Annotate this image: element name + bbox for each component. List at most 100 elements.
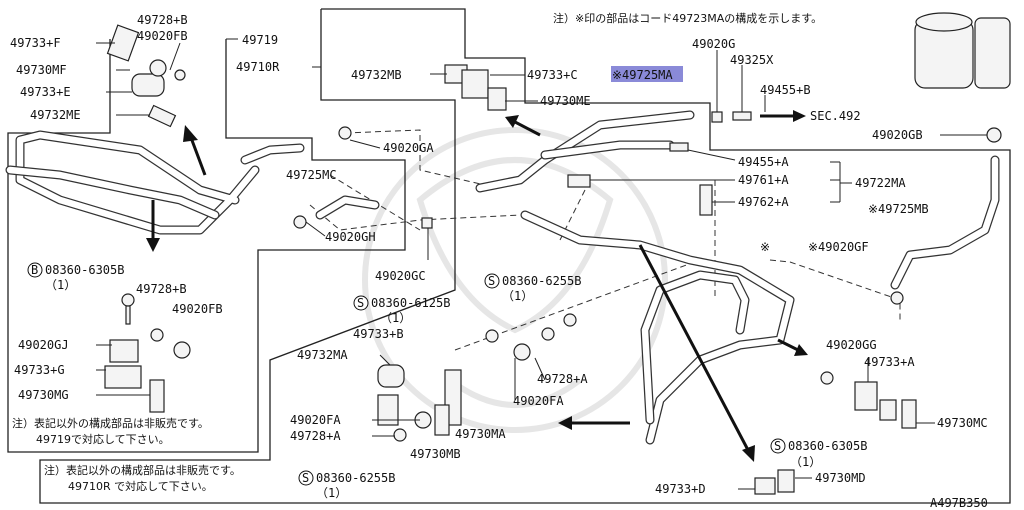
fitting-49325X [732, 111, 752, 121]
label-bolt-6255-bottom-qty: （1） [316, 486, 347, 500]
cooler-pipe-49719 [15, 130, 305, 235]
part-labels: 注）※印の部品はコード49723MAの構成を示します。 49733+F 4972… [10, 11, 988, 510]
label-bolt-6305-right-qty: （1） [790, 455, 821, 469]
grommet-49020FB-left [173, 341, 191, 359]
label-49732MB[interactable]: 49732MB [351, 68, 402, 82]
switch-49762A [699, 184, 713, 216]
label-49730MA[interactable]: 49730MA [455, 427, 506, 441]
note-left-line1: 注）表記以外の構成部品は非販売です。 [12, 416, 209, 430]
label-49728A-mid[interactable]: 49728+A [537, 372, 588, 386]
collar-49728B-top [174, 69, 186, 81]
bolt-symbol-S-6125: S [357, 296, 364, 310]
label-49020GF[interactable]: ※49020GF [808, 240, 869, 254]
label-49020FA-right[interactable]: 49020FA [513, 394, 564, 408]
highlight-49725MA[interactable] [611, 66, 683, 82]
label-49761A[interactable]: 49761+A [738, 173, 789, 187]
label-star-mark: ※ [760, 240, 770, 254]
clamp-49732MA [377, 364, 405, 388]
label-49730MC[interactable]: 49730MC [937, 416, 988, 430]
collar-49728A-left [393, 428, 407, 442]
label-49020FB-top[interactable]: 49020FB [137, 29, 188, 43]
header-note: 注）※印の部品はコード49723MAの構成を示します。 [553, 11, 822, 25]
label-49732MA[interactable]: 49732MA [297, 348, 348, 362]
label-49730MD[interactable]: 49730MD [815, 471, 866, 485]
clamp-49020GB [986, 127, 1002, 143]
label-49733C[interactable]: 49733+C [527, 68, 578, 82]
clamp-49020GF [890, 291, 904, 305]
label-49728B-top[interactable]: 49728+B [137, 13, 188, 27]
note-left-line2: 49719で対応して下さい。 [36, 432, 170, 446]
label-bolt-6125-qty: （1） [380, 311, 411, 325]
label-bolt-6125[interactable]: 08360-6125B [371, 296, 450, 310]
label-bolt-6305-left-qty: （1） [45, 278, 76, 292]
label-49762A[interactable]: 49762+A [738, 195, 789, 209]
label-49728A-left[interactable]: 49728+A [290, 429, 341, 443]
bracket-49732ME [147, 104, 177, 128]
grommet-49020FB-top [149, 59, 167, 77]
label-49733G[interactable]: 49733+G [14, 363, 65, 377]
label-49730MF[interactable]: 49730MF [16, 63, 67, 77]
clamp-49733G [104, 365, 142, 389]
label-49733E[interactable]: 49733+E [20, 85, 71, 99]
bolt-08360-6125B [485, 329, 499, 343]
note-bottom-line2: 49710R で対応して下さい。 [68, 479, 213, 493]
bolt-symbols: B S S S S [27, 262, 786, 486]
bolt-symbol-S-6255-top: S [488, 274, 495, 288]
label-49732ME[interactable]: 49732ME [30, 108, 81, 122]
fitting-49455A [669, 142, 689, 152]
label-49725MB[interactable]: ※49725MB [868, 202, 929, 216]
bolt-symbol-S-6305-right: S [774, 439, 781, 453]
label-bolt-6255-bottom[interactable]: 08360-6255B [316, 471, 395, 485]
label-49733F[interactable]: 49733+F [10, 36, 61, 50]
label-49722MA[interactable]: 49722MA [855, 176, 906, 190]
label-49710R[interactable]: 49710R [236, 60, 280, 74]
label-49020FA-left[interactable]: 49020FA [290, 413, 341, 427]
label-49455A[interactable]: 49455+A [738, 155, 789, 169]
label-49020G[interactable]: 49020G [692, 37, 735, 51]
pipes [5, 110, 1000, 445]
label-49020GB[interactable]: 49020GB [872, 128, 923, 142]
label-49733D[interactable]: 49733+D [655, 482, 706, 496]
label-49020GG[interactable]: 49020GG [826, 338, 877, 352]
clamp-49733B [377, 394, 399, 426]
label-49020GH[interactable]: 49020GH [325, 230, 376, 244]
frames [7, 8, 1011, 504]
clamp-49733D [754, 477, 776, 495]
label-49725MA[interactable]: ※49725MA [612, 68, 673, 82]
label-49020GC[interactable]: 49020GC [375, 269, 426, 283]
label-49020GJ[interactable]: 49020GJ [18, 338, 69, 352]
frame-49719 [7, 39, 406, 453]
label-49455B[interactable]: 49455+B [760, 83, 811, 97]
label-49728B-left[interactable]: 49728+B [136, 282, 187, 296]
clamp-49733A [854, 381, 878, 411]
label-49719[interactable]: 49719 [242, 33, 278, 47]
label-sec492[interactable]: SEC.492 [810, 109, 861, 123]
frame-49710R [39, 8, 1011, 504]
clamp-49020GG [879, 399, 897, 421]
label-49020FB-left[interactable]: 49020FB [172, 302, 223, 316]
diagram-code: A497B350 [930, 496, 988, 510]
label-bolt-6255-top[interactable]: 08360-6255B [502, 274, 581, 288]
watermark-emblem [362, 127, 668, 433]
parts [104, 12, 1011, 495]
label-bolt-6305-left[interactable]: 08360-6305B [45, 263, 124, 277]
bracket-49730ME [487, 87, 507, 111]
clamp-49020GH [293, 215, 307, 229]
label-49730ME[interactable]: 49730ME [540, 94, 591, 108]
label-49325X[interactable]: 49325X [730, 53, 774, 67]
bolt-08360-6255B-top [563, 313, 577, 327]
label-49020GA[interactable]: 49020GA [383, 141, 434, 155]
note-bottom-line1: 注）表記以外の構成部品は非販売です。 [44, 463, 241, 477]
label-49733A[interactable]: 49733+A [864, 355, 915, 369]
label-49730MG[interactable]: 49730MG [18, 388, 69, 402]
clamp-49020GJ [109, 339, 139, 363]
bolt-08360-6305B-left [121, 293, 135, 307]
label-bolt-6305-right[interactable]: 08360-6305B [788, 439, 867, 453]
label-49733B[interactable]: 49733+B [353, 327, 404, 341]
label-49730MB[interactable]: 49730MB [410, 447, 461, 461]
arrows [146, 110, 808, 462]
bracket-49730MD [777, 469, 795, 493]
label-49725MC[interactable]: 49725MC [286, 168, 337, 182]
clip-49020G [711, 111, 723, 123]
